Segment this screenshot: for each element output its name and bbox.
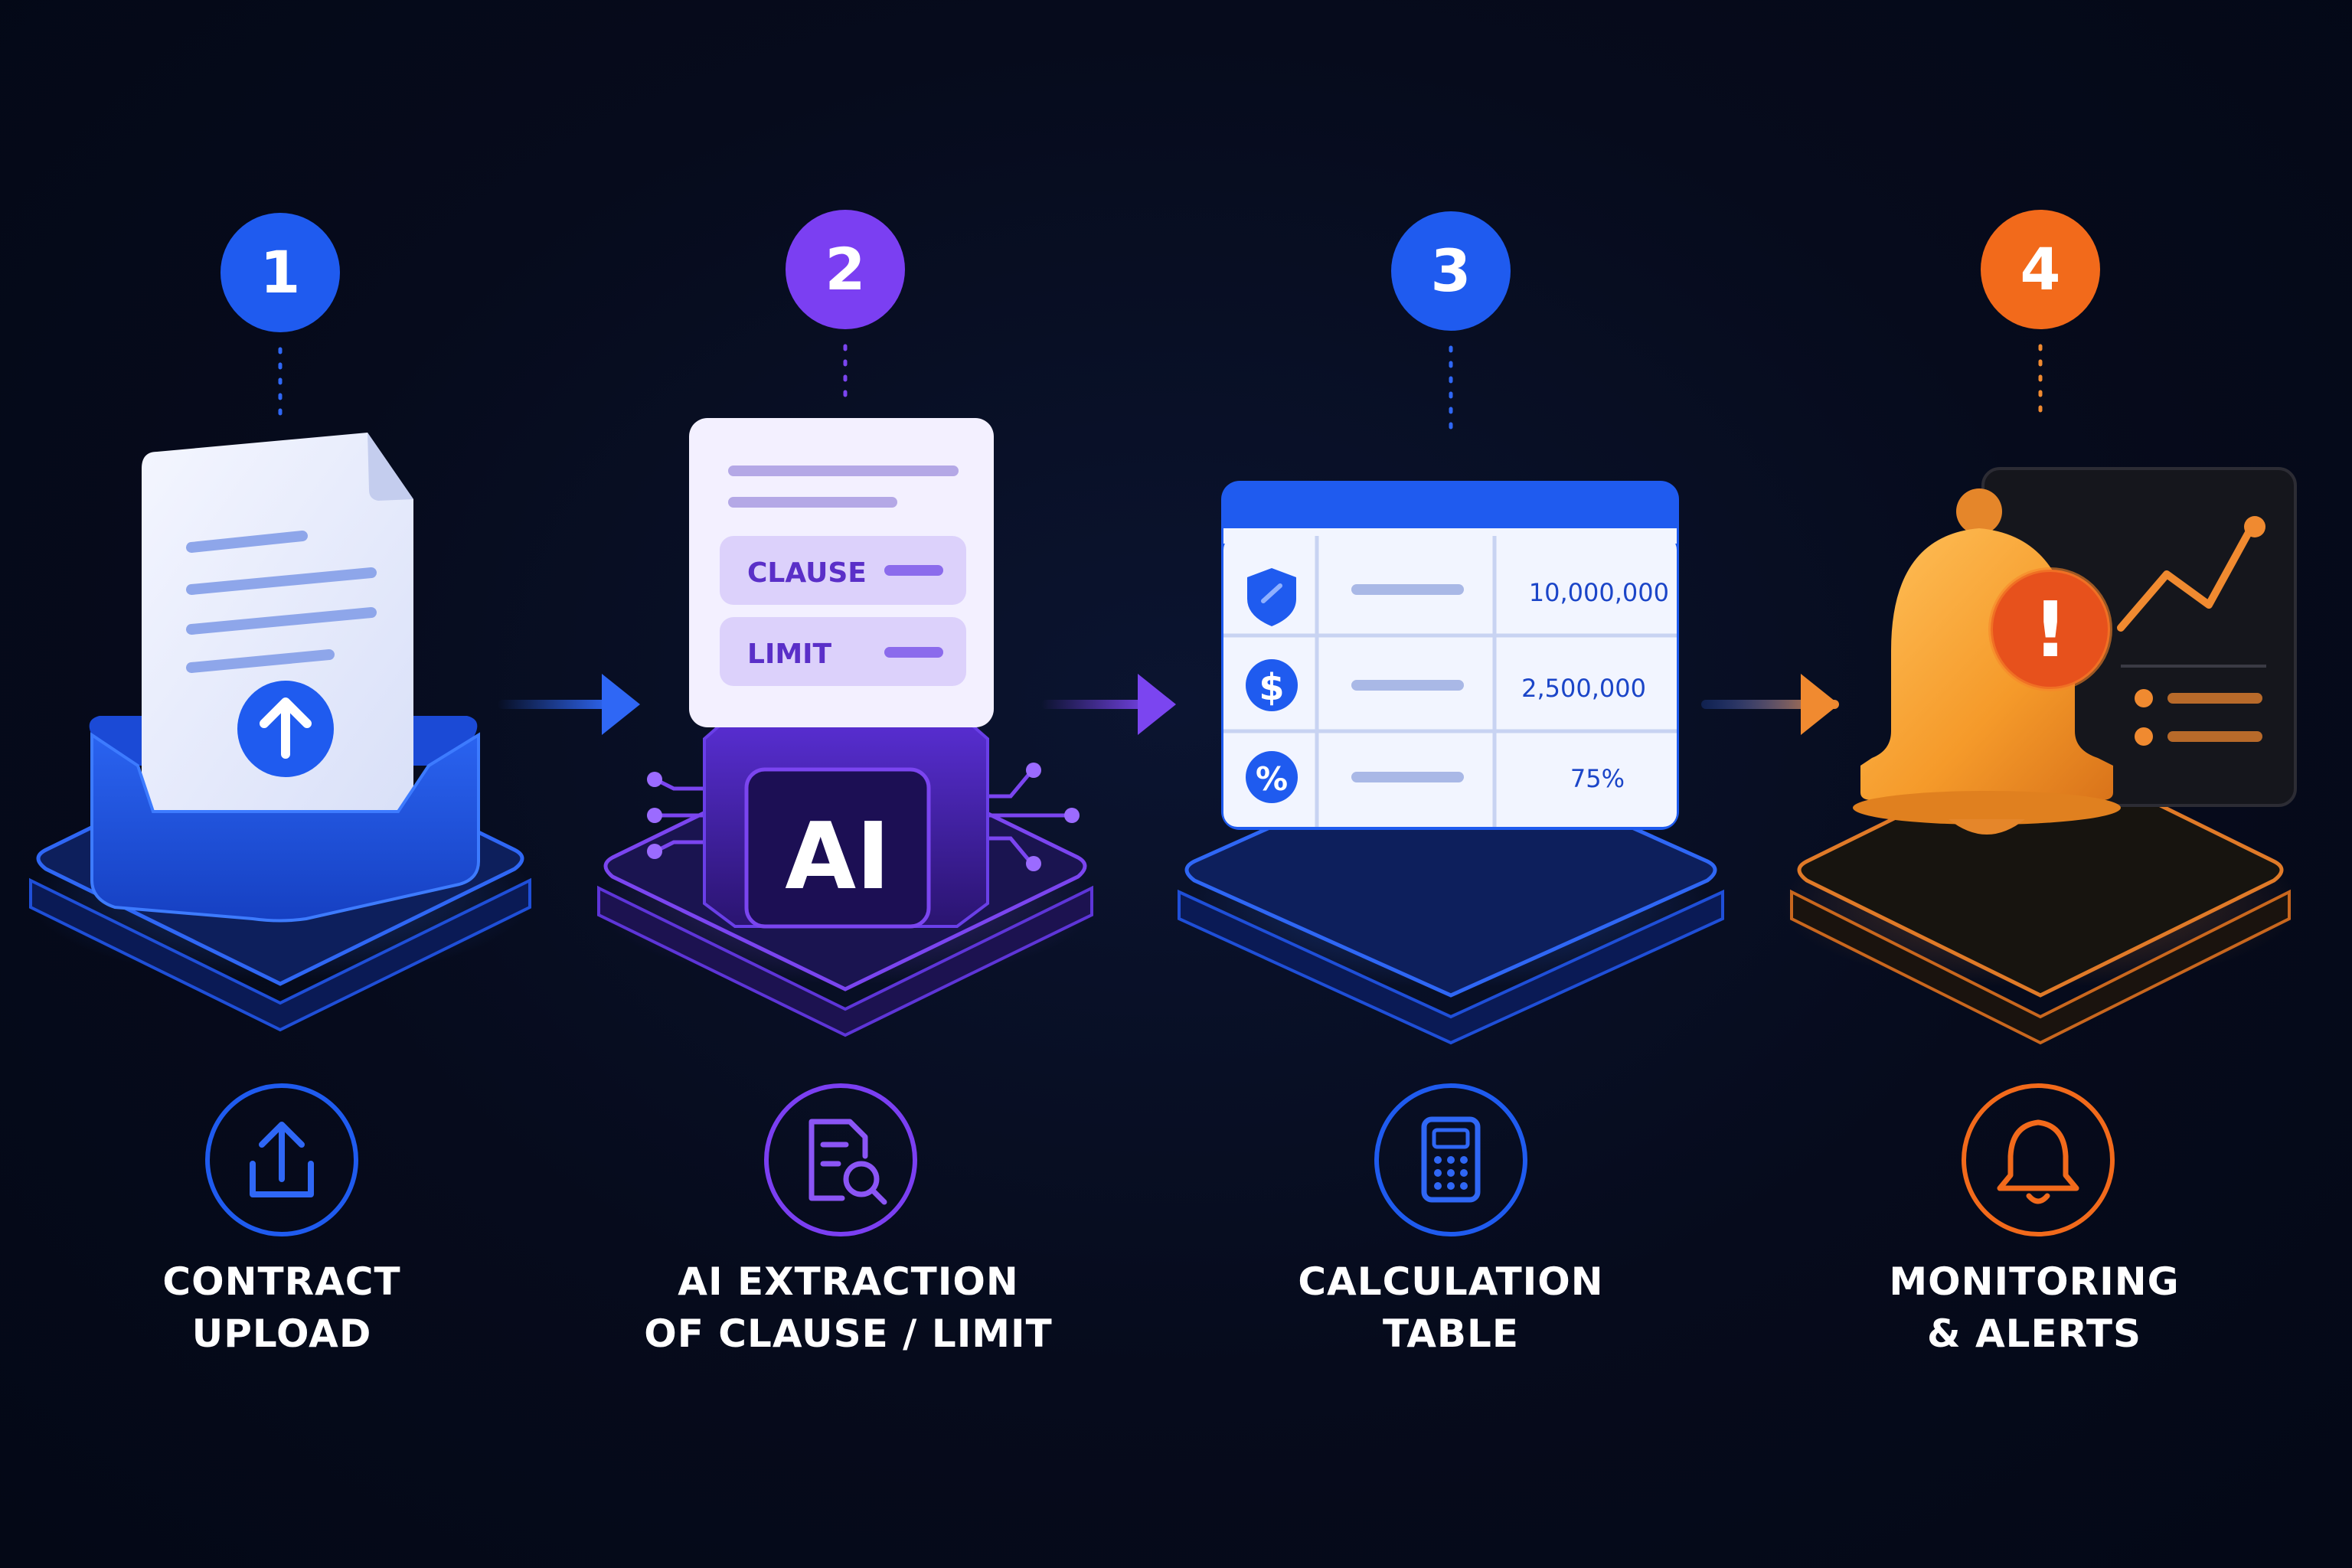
table-value-3: 75% — [1570, 764, 1625, 793]
step-4-number: 4 — [2020, 235, 2061, 303]
upload-icon — [205, 1083, 358, 1236]
step-2-title-line1: AI EXTRACTION — [678, 1259, 1019, 1304]
calculator-icon — [1374, 1083, 1527, 1236]
svg-text:$: $ — [1259, 666, 1284, 709]
shield-icon — [1247, 568, 1296, 626]
step-2-title: AI EXTRACTION OF CLAUSE / LIMIT — [603, 1256, 1093, 1360]
step-4-title: MONITORING & ALERTS — [1789, 1256, 2279, 1360]
monitoring-alerts-illustration: ! — [1853, 467, 2297, 835]
calculation-table-illustration: $ % 10,000,000 2,500,000 75% — [1221, 481, 1679, 830]
step-3-title: CALCULATION TABLE — [1206, 1256, 1696, 1360]
ai-chip-label: AI — [785, 804, 890, 910]
step-2-number: 2 — [825, 235, 866, 303]
document-in-tray-illustration — [89, 433, 480, 923]
document-search-icon — [764, 1083, 917, 1236]
alert-symbol: ! — [2033, 585, 2068, 675]
arrow-1-to-2 — [498, 674, 640, 735]
step-2-title-line2: OF CLAUSE / LIMIT — [644, 1312, 1053, 1356]
table-value-1: 10,000,000 — [1529, 578, 1669, 607]
step-1-title-line1: CONTRACT — [162, 1259, 401, 1304]
step-1-number: 1 — [260, 238, 301, 306]
alert-exclamation-icon: ! — [1988, 567, 2112, 691]
svg-text:%: % — [1256, 760, 1288, 798]
step-1-badge: 1 — [220, 213, 340, 428]
step-3-title-line2: TABLE — [1382, 1312, 1520, 1356]
clause-tag — [720, 536, 966, 605]
step-2-badge: 2 — [786, 210, 905, 404]
ai-extraction-illustration: AI CLAUSE LIMIT — [647, 418, 1080, 929]
platform-4 — [1780, 744, 2301, 1045]
step-3-badge: 3 — [1391, 211, 1511, 439]
limit-tag-label: LIMIT — [747, 639, 832, 670]
step-3-number: 3 — [1431, 237, 1472, 305]
step-3-title-line1: CALCULATION — [1298, 1259, 1604, 1304]
step-4-badge: 4 — [1981, 210, 2100, 420]
step-1-title-line2: UPLOAD — [191, 1312, 372, 1356]
dollar-icon: $ — [1246, 659, 1298, 711]
step-1-title: CONTRACT UPLOAD — [37, 1256, 527, 1360]
step-4-title-line1: MONITORING — [1889, 1259, 2180, 1304]
clause-tag-label: CLAUSE — [747, 557, 867, 589]
inbox-tray — [90, 732, 480, 923]
percent-icon: % — [1246, 751, 1298, 803]
step-4-title-line2: & ALERTS — [1926, 1312, 2142, 1356]
bell-icon — [1962, 1083, 2115, 1236]
arrow-2-to-3 — [1041, 674, 1176, 735]
upload-arrow-icon — [237, 681, 334, 777]
limit-tag — [720, 617, 966, 686]
table-value-2: 2,500,000 — [1521, 674, 1646, 703]
arrow-3-to-4 — [1701, 674, 1839, 735]
